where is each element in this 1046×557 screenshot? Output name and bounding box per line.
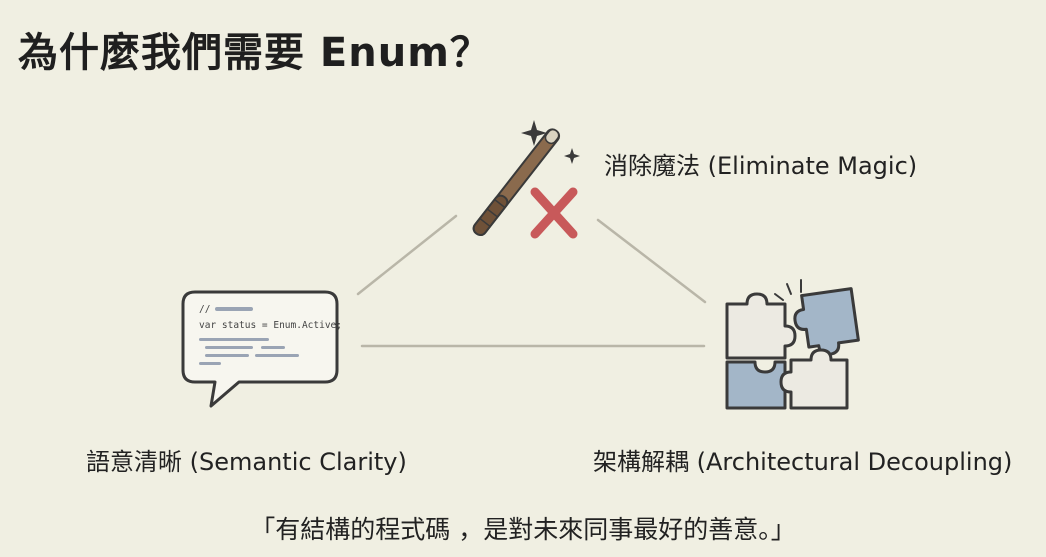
code-comment: //: [199, 304, 210, 315]
node-label-architectural-decoupling: 架構解耦 (Architectural Decoupling): [593, 448, 1013, 476]
node-label-eliminate-magic: 消除魔法 (Eliminate Magic): [604, 152, 918, 180]
code-speech-bubble-icon: // var status = Enum.Active;: [181, 290, 341, 408]
page-title: 為什麼我們需要 Enum？: [18, 30, 491, 76]
puzzle-pieces-icon: [725, 279, 860, 410]
cross-icon: [530, 187, 578, 239]
closing-quote: 「有結構的程式碼 ，是對未來同事最好的善意。」: [250, 515, 796, 544]
sparkle-large: [521, 120, 547, 146]
code-line: var status = Enum.Active;: [199, 320, 341, 331]
connector-top-right: [596, 218, 707, 304]
connector-left-top: [356, 214, 458, 296]
node-label-semantic-clarity: 語意清晰 (Semantic Clarity): [86, 448, 407, 476]
sparkle-small: [564, 148, 580, 164]
magic-wand-crossed-icon: [472, 120, 580, 239]
